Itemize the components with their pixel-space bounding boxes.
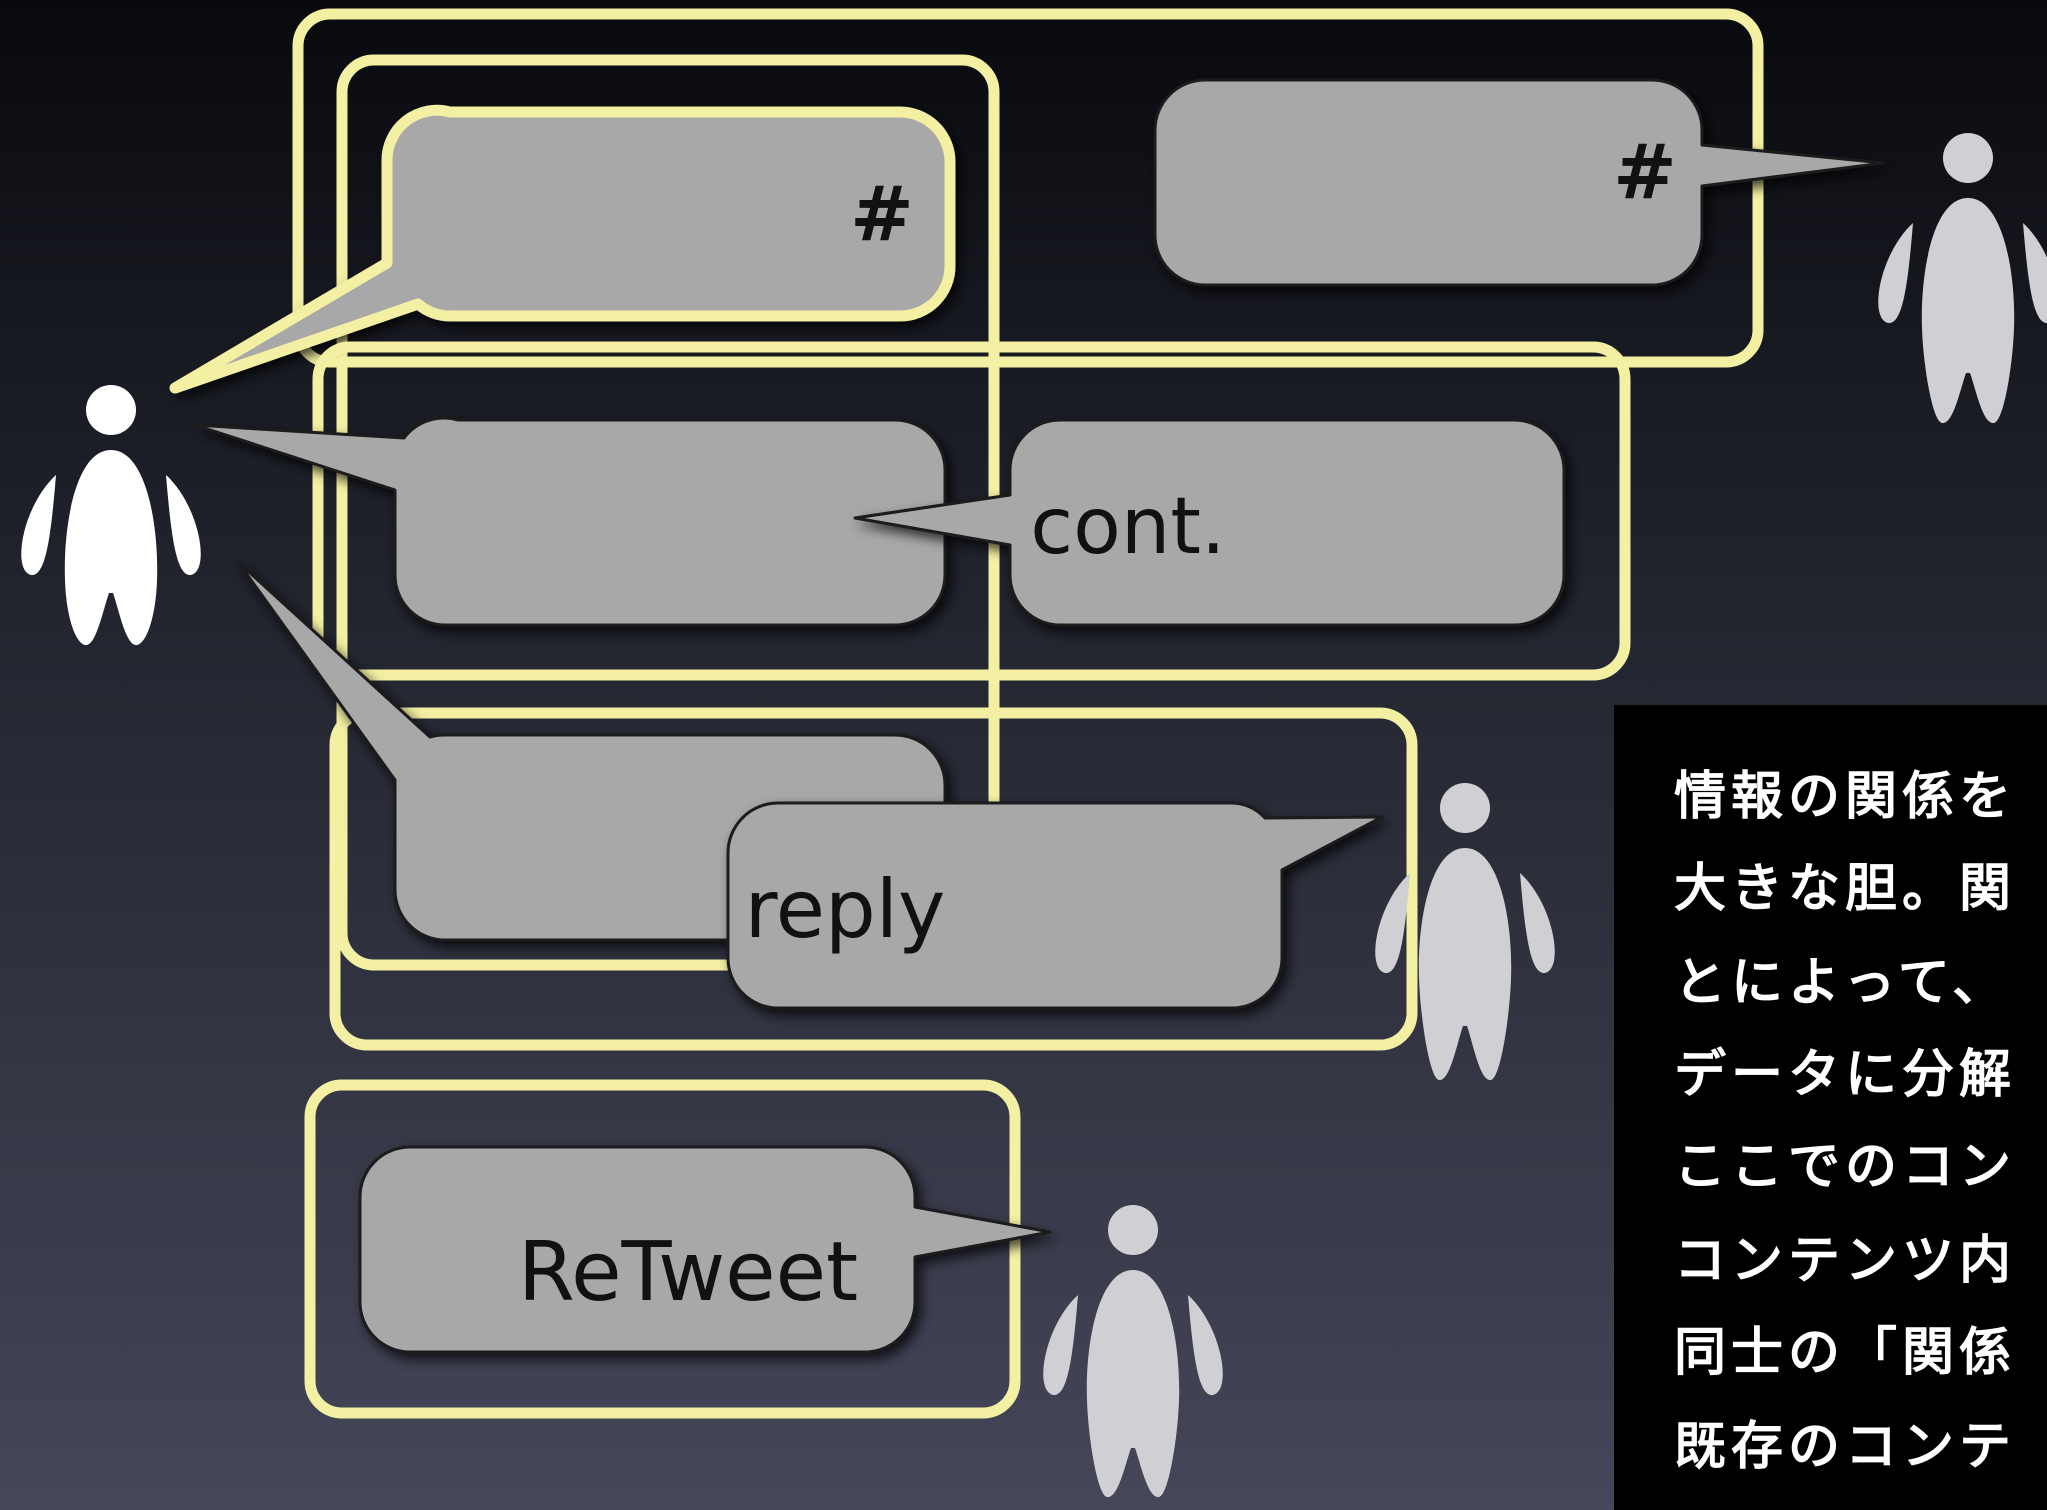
hashtag-tweet-left	[169, 104, 956, 394]
person-icon	[1375, 783, 1555, 1081]
text-line: 既存のコンテ	[1674, 1417, 2017, 1477]
reply-group-frame	[329, 707, 1418, 1051]
retweet-bubble	[358, 1145, 1052, 1354]
text-line: 大きな胆。関	[1674, 859, 2017, 919]
retweet-label: ReTweet	[518, 1225, 858, 1320]
reply-label: reply	[745, 863, 946, 956]
hashtag-group-frame	[292, 8, 1764, 368]
text-line: 同士の「関係	[1674, 1323, 2017, 1383]
explanation-text-box: 情報の関係を 大きな胆。関 とによって、 データに分解 ここでのコン コンテンツ…	[1614, 705, 2047, 1510]
cont-label: cont.	[1030, 482, 1225, 572]
text-line: ここでのコン	[1674, 1137, 2017, 1197]
first-tweet-bubble	[193, 416, 947, 627]
continuation-tweet-bubble	[853, 418, 1566, 627]
continuation-group-frame	[312, 341, 1631, 681]
text-line: 情報の関係を	[1674, 767, 2017, 827]
text-line: データに分解	[1674, 1045, 2017, 1105]
hashtag-label-right: #	[1613, 127, 1677, 216]
retweet-group-frame	[304, 1079, 1021, 1419]
person-icon	[21, 385, 201, 646]
text-line: とによって、	[1674, 953, 2010, 1013]
person-icon	[1878, 133, 2047, 424]
hashtag-tweet-right	[1153, 78, 1886, 287]
hashtag-label-left: #	[850, 169, 914, 258]
person-icon	[1043, 1205, 1223, 1498]
reply-tweet-bubble	[726, 801, 1384, 1010]
text-line: コンテンツ内	[1674, 1231, 2017, 1291]
